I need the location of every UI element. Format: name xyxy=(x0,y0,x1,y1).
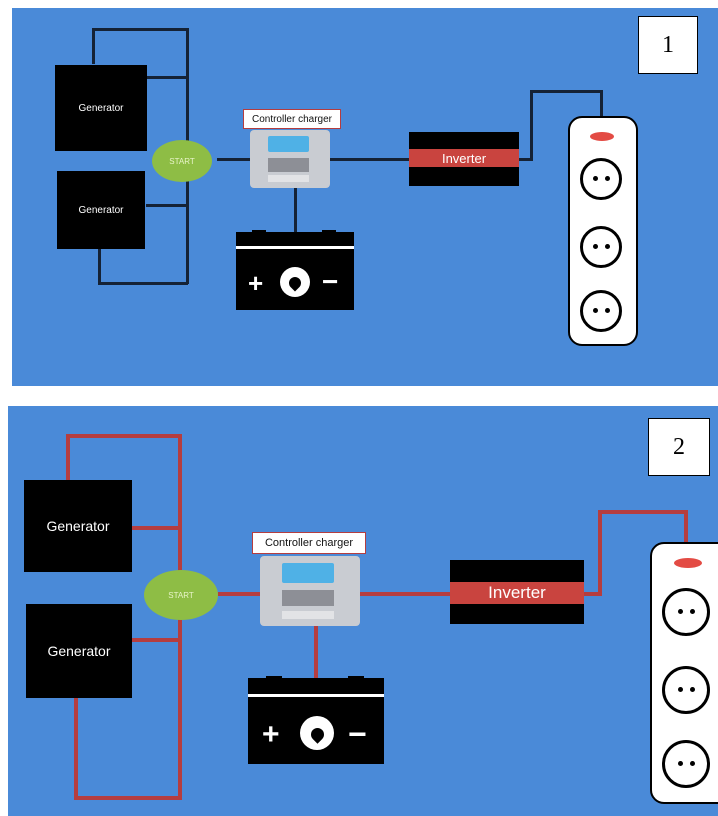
wire xyxy=(598,510,602,596)
generator-block: Generator xyxy=(26,604,132,698)
battery: + − xyxy=(248,678,384,764)
socket-outlet xyxy=(662,740,710,788)
wire xyxy=(600,90,603,118)
socket-outlet xyxy=(580,226,622,268)
diagram-panel-2: Generator Generator START Controller cha… xyxy=(8,406,718,816)
wire xyxy=(330,158,410,161)
power-strip xyxy=(650,542,718,804)
wire xyxy=(684,510,688,544)
wire xyxy=(146,76,188,79)
battery-minus: − xyxy=(322,266,339,297)
generator-block: Generator xyxy=(24,480,132,572)
wire xyxy=(218,592,262,596)
socket-outlet xyxy=(662,666,710,714)
start-label: START xyxy=(168,590,194,600)
strip-indicator-light xyxy=(590,132,614,141)
power-strip xyxy=(568,116,638,346)
inverter-label: Inverter xyxy=(441,150,487,166)
battery-terminal xyxy=(322,230,336,236)
controller-indicators xyxy=(267,175,310,183)
wire xyxy=(294,188,297,232)
generator-block: Generator xyxy=(57,171,145,249)
panel-number: 1 xyxy=(638,16,698,74)
battery-terminal xyxy=(348,676,364,682)
wire xyxy=(132,526,182,530)
socket-outlet xyxy=(580,158,622,200)
battery-plus: + xyxy=(248,268,264,298)
wire xyxy=(92,28,95,64)
start-node: START xyxy=(144,570,218,620)
battery-minus: − xyxy=(348,716,367,752)
controller-screen xyxy=(282,563,334,583)
strip-indicator-light xyxy=(674,558,702,568)
wire xyxy=(74,796,182,800)
controller-panel xyxy=(267,157,310,172)
wire xyxy=(146,204,188,207)
battery-body xyxy=(248,694,384,764)
inverter: Inverter xyxy=(409,132,519,186)
wire xyxy=(92,28,188,31)
generator-label: Generator xyxy=(46,518,110,534)
controller-charger-device xyxy=(260,556,360,626)
inverter: Inverter xyxy=(450,560,584,624)
wire xyxy=(66,434,182,438)
battery-plus: + xyxy=(262,718,280,751)
controller-panel xyxy=(282,589,334,607)
socket-outlet xyxy=(580,290,622,332)
battery: + − xyxy=(236,232,354,310)
generator-block: Generator xyxy=(55,65,147,151)
wire xyxy=(358,592,450,596)
controller-charger-label: Controller charger xyxy=(243,109,341,129)
start-node: START xyxy=(152,140,212,182)
generator-label: Generator xyxy=(78,204,124,216)
controller-charger-device xyxy=(250,130,330,188)
controller-screen xyxy=(267,135,310,153)
wire xyxy=(598,510,688,514)
panel-number: 2 xyxy=(648,418,710,476)
wire xyxy=(530,90,602,93)
generator-label: Generator xyxy=(78,102,124,114)
battery-body xyxy=(236,246,354,310)
inverter-label: Inverter xyxy=(488,583,546,602)
wire xyxy=(74,698,78,798)
wire xyxy=(98,282,188,285)
battery-drop-icon xyxy=(300,716,334,750)
wire xyxy=(582,592,600,596)
wire xyxy=(314,626,318,678)
socket-outlet xyxy=(662,588,710,636)
controller-indicators xyxy=(282,610,334,619)
generator-label: Generator xyxy=(47,643,111,659)
wire xyxy=(132,638,182,642)
battery-terminal xyxy=(266,676,282,682)
wire xyxy=(66,434,70,480)
battery-terminal xyxy=(252,230,266,236)
start-label: START xyxy=(169,156,195,166)
wire xyxy=(530,90,533,161)
controller-charger-label: Controller charger xyxy=(252,532,366,554)
battery-drop-icon xyxy=(280,267,310,297)
wire xyxy=(217,158,257,161)
wire xyxy=(98,249,101,285)
wire xyxy=(518,158,532,161)
diagram-panel-1: Generator Generator START Controller cha… xyxy=(12,8,718,386)
